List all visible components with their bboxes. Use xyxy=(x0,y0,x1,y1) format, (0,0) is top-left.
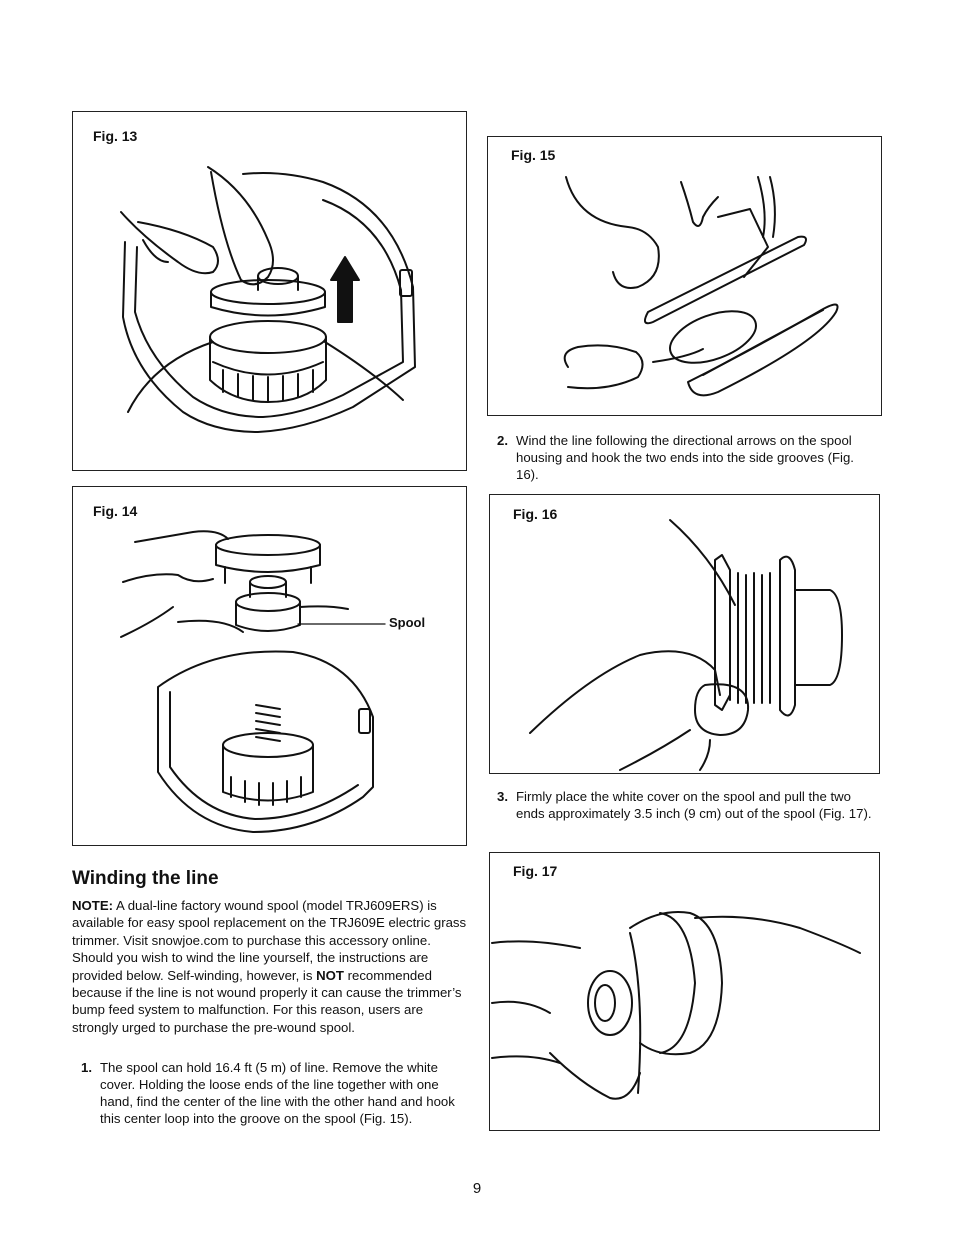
step-1-number: 1. xyxy=(81,1060,92,1075)
figure-17: Fig. 17 xyxy=(489,852,880,1131)
step-2-text: Wind the line following the directional … xyxy=(516,433,854,482)
note-text-2: recommended because if the line is not w… xyxy=(72,967,462,1035)
figure-16-label: Fig. 16 xyxy=(513,506,558,522)
figure-15: Fig. 15 xyxy=(487,136,882,416)
figure-17-illustration xyxy=(491,911,861,1100)
figure-17-label: Fig. 17 xyxy=(513,863,558,879)
figure-13-illustration xyxy=(120,166,416,433)
note-paragraph: NOTE: A dual-line factory wound spool (m… xyxy=(72,897,470,1036)
figure-14-illustration xyxy=(120,530,386,833)
step-1: 1. The spool can hold 16.4 ft (5 m) of l… xyxy=(81,1059,469,1127)
figure-13-label: Fig. 13 xyxy=(93,128,138,144)
step-3: 3. Firmly place the white cover on the s… xyxy=(497,788,877,822)
step-1-text: The spool can hold 16.4 ft (5 m) of line… xyxy=(100,1060,455,1126)
note-label: NOTE: xyxy=(72,898,114,913)
note-emphasis: NOT xyxy=(316,967,344,983)
figure-14: Fig. 14 Spool xyxy=(72,486,467,846)
section-heading: Winding the line xyxy=(72,868,219,889)
figure-16: Fig. 16 xyxy=(489,494,880,774)
figure-13: Fig. 13 xyxy=(72,111,467,471)
figure-15-label: Fig. 15 xyxy=(511,147,556,163)
figure-15-illustration xyxy=(563,176,839,397)
figure-16-illustration xyxy=(529,519,843,771)
spool-callout-label: Spool xyxy=(389,615,426,630)
step-3-text: Firmly place the white cover on the spoo… xyxy=(516,789,872,821)
step-3-number: 3. xyxy=(497,789,508,804)
step-2: 2. Wind the line following the direction… xyxy=(497,432,877,483)
page-number: 9 xyxy=(472,1180,482,1197)
figure-14-label: Fig. 14 xyxy=(93,503,138,519)
step-2-number: 2. xyxy=(497,433,508,448)
note-text-1: A dual-line factory wound spool (model T… xyxy=(72,898,467,983)
